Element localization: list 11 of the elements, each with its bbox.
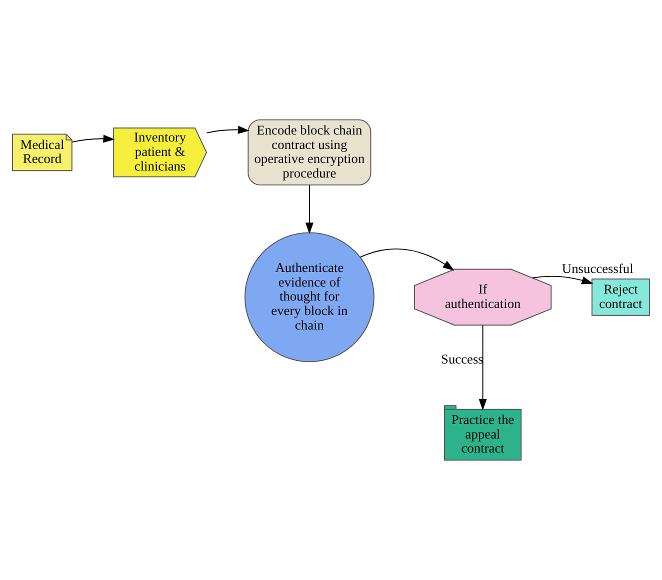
edge-label: Success [441,352,484,367]
arrow [360,248,454,271]
edge-label: Unsuccessful [562,261,634,276]
arrow [72,134,115,143]
node-box: Reject contract [592,278,650,316]
arrow [305,184,314,234]
arrow [532,276,594,284]
arrow [206,126,250,134]
node-circle: Authenticate evidence of thought for every block in chain [244,232,374,362]
arrow [478,324,487,410]
node-box: Encode block chain contract using operative encryption procedure [248,119,372,186]
